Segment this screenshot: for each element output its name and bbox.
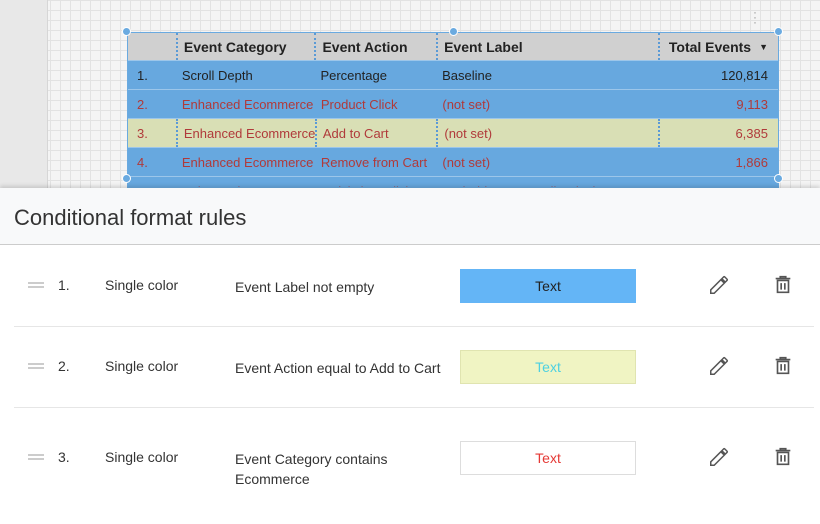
more-options-icon[interactable]: ··· [753,5,757,29]
delete-trash-icon[interactable] [772,274,794,299]
edit-pencil-icon[interactable] [708,274,730,299]
style-preview[interactable]: Text [460,269,636,303]
table-row[interactable]: 2. Enhanced Ecommerce Product Click (not se… [128,90,778,119]
style-preview[interactable]: Text [460,350,636,384]
left-panel-strip [0,0,48,188]
delete-trash-icon[interactable] [772,446,794,471]
table-row[interactable]: 1. Scroll Depth Percentage Baseline 120,814 [128,61,778,90]
cell-total-events: 1,220 [658,177,778,188]
table-row[interactable]: 4. Enhanced Ecommerce Remove from Cart (not… [128,148,778,177]
divider [14,407,814,408]
cell-event-label: (not set) [442,154,491,170]
cell-event-category: Scroll Depth [181,67,253,83]
cell-event-action: Product Click [320,96,398,112]
cell-event-category: Enhanced Ecommerce [181,154,314,170]
rule-condition: Event Action equal to Add to Cart [235,360,441,376]
rule-condition: Event Label not empty [235,279,375,295]
rule-type: Single color [105,277,179,293]
cell-event-label: Baseline [442,67,492,83]
header-total-events-label: Total Events [668,38,752,55]
rule-type: Single color [105,358,179,374]
row-index: 3. [137,125,148,141]
rule-number: 2. [58,358,70,374]
row-index: 2. [137,96,148,112]
divider [14,326,814,327]
edit-pencil-icon[interactable] [708,446,730,471]
table-row[interactable]: 5.Enhanced EcommerceQuickview ClickAndro… [128,177,778,188]
resize-handle[interactable] [122,27,131,36]
delete-trash-icon[interactable] [772,355,794,380]
format-rule[interactable]: 3. Single color Event Category contains … [14,418,814,498]
header-event-action[interactable]: Event Action [314,33,436,60]
conditional-format-panel: Conditional format rules 1. Single color… [0,188,820,524]
drag-handle-icon[interactable] [28,363,44,369]
row-index: 1. [137,67,148,83]
edit-pencil-icon[interactable] [708,355,730,380]
cell-total-events: 1,866 [735,154,768,170]
data-table[interactable]: Event Category Event Action Event Label … [127,32,779,188]
report-canvas: ··· Event Category Event Action Event La… [0,0,820,188]
header-event-label[interactable]: Event Label [436,33,658,60]
resize-handle[interactable] [774,174,783,183]
row-index: 4. [137,154,148,170]
table-header: Event Category Event Action Event Label … [128,33,778,61]
cell-event-label: (not set) [442,96,491,112]
resize-handle[interactable] [449,27,458,36]
header-total-events[interactable]: Total Events ▼ [658,33,778,60]
cell-event-category: Enhanced Ecommerce [176,177,315,188]
rule-condition: Event Category contains Ecommerce [235,451,388,487]
cell-event-label: Android Tone Hoodie Black [436,177,658,188]
cell-event-category: Enhanced Ecommerce [181,96,314,112]
arrow-down-icon: ▼ [759,41,768,52]
cell-event-action: Percentage [320,67,387,83]
cell-event-action: Add to Cart [314,119,437,147]
cell-event-label: (not set) [436,119,658,147]
panel-title: Conditional format rules [0,188,820,245]
drag-handle-icon[interactable] [28,282,44,288]
rule-type: Single color [105,449,179,465]
style-preview[interactable]: Text [460,441,636,475]
header-index [128,33,176,60]
cell-event-action: Quickview Click [315,177,437,188]
rule-number: 3. [58,449,70,465]
cell-event-category: Enhanced Ecommerce [175,119,315,147]
cell-total-events: 9,113 [736,96,768,112]
row-index: 5. [128,177,176,188]
format-rule[interactable]: 1. Single color Event Label not empty Te… [14,246,814,326]
resize-handle[interactable] [774,27,783,36]
cell-event-action: Remove from Cart [320,154,428,170]
header-event-category[interactable]: Event Category [175,33,315,60]
cell-total-events: 120,814 [721,67,768,83]
rule-number: 1. [58,277,70,293]
cell-total-events: 6,385 [658,119,778,147]
format-rule[interactable]: 2. Single color Event Action equal to Ad… [14,327,814,407]
drag-handle-icon[interactable] [28,454,44,460]
resize-handle[interactable] [122,174,131,183]
